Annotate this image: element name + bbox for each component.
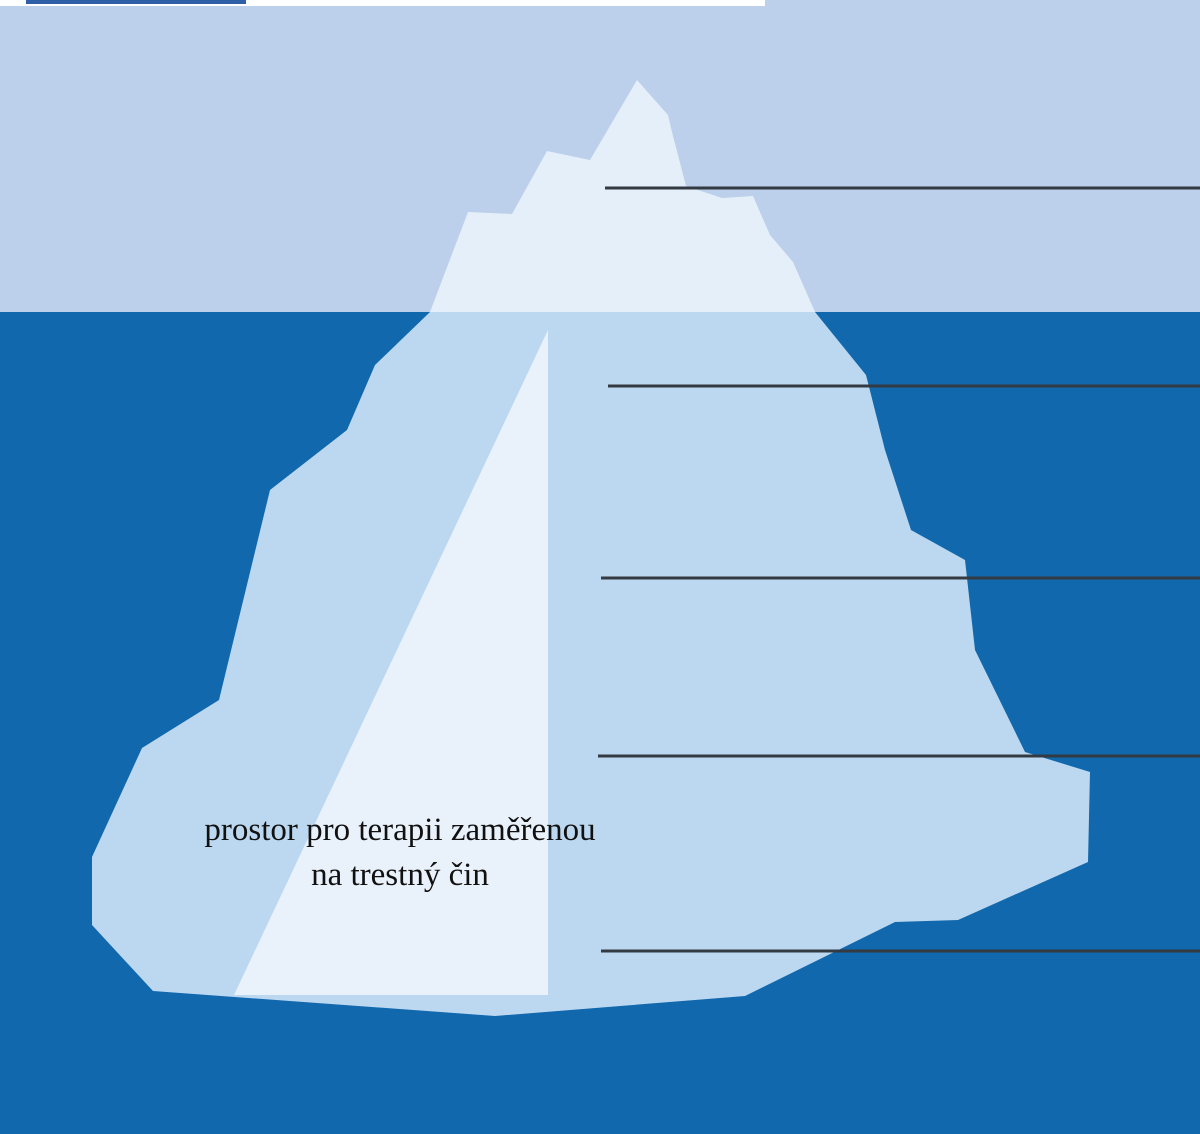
therapy-space-caption: prostor pro terapii zaměřenou na trestný… <box>110 808 690 898</box>
caption-line-2: na trestný čin <box>110 853 690 898</box>
sky-region-right <box>765 0 1200 6</box>
caption-line-1: prostor pro terapii zaměřenou <box>110 808 690 853</box>
header-button <box>26 0 246 4</box>
